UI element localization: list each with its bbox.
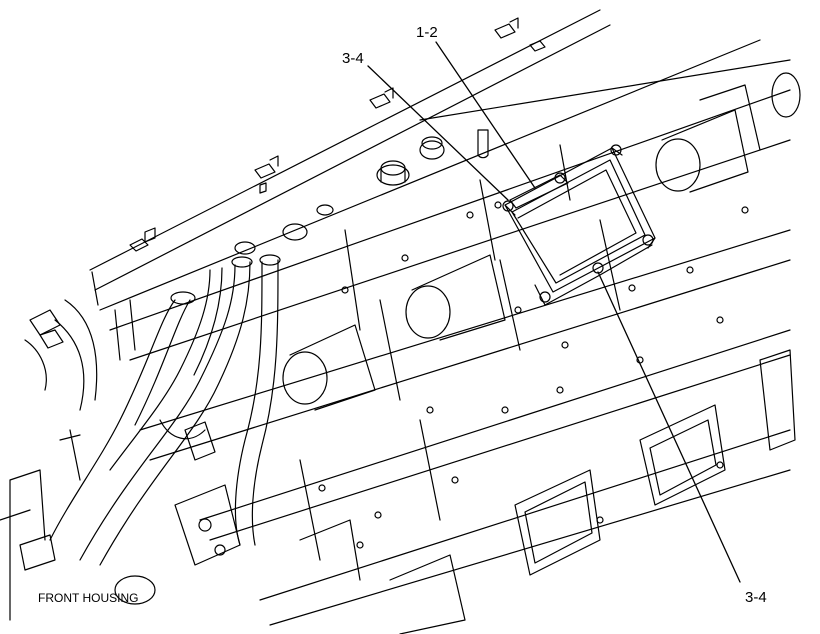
hoses: [50, 255, 280, 565]
top-sensors: [235, 130, 488, 254]
block-face: [140, 220, 790, 625]
crankcase-windows: [300, 350, 795, 634]
rail-bolts: [130, 18, 545, 251]
leader-3-4-upper: [368, 66, 508, 200]
leader-3-4-lower: [598, 272, 740, 582]
upper-rail: [90, 10, 790, 360]
front-assembly: [0, 300, 240, 620]
callout-3-4-lower: 3-4: [745, 589, 767, 606]
callout-3-4-upper: 3-4: [342, 50, 364, 67]
front-housing-label: FRONT HOUSING: [38, 591, 139, 605]
bolt-holes: [319, 202, 748, 548]
cylinder-openings: [283, 73, 800, 410]
leader-lines: [368, 42, 740, 582]
cover-plate: [503, 145, 655, 305]
callout-1-2: 1-2: [416, 24, 438, 41]
leader-1-2: [436, 42, 535, 188]
